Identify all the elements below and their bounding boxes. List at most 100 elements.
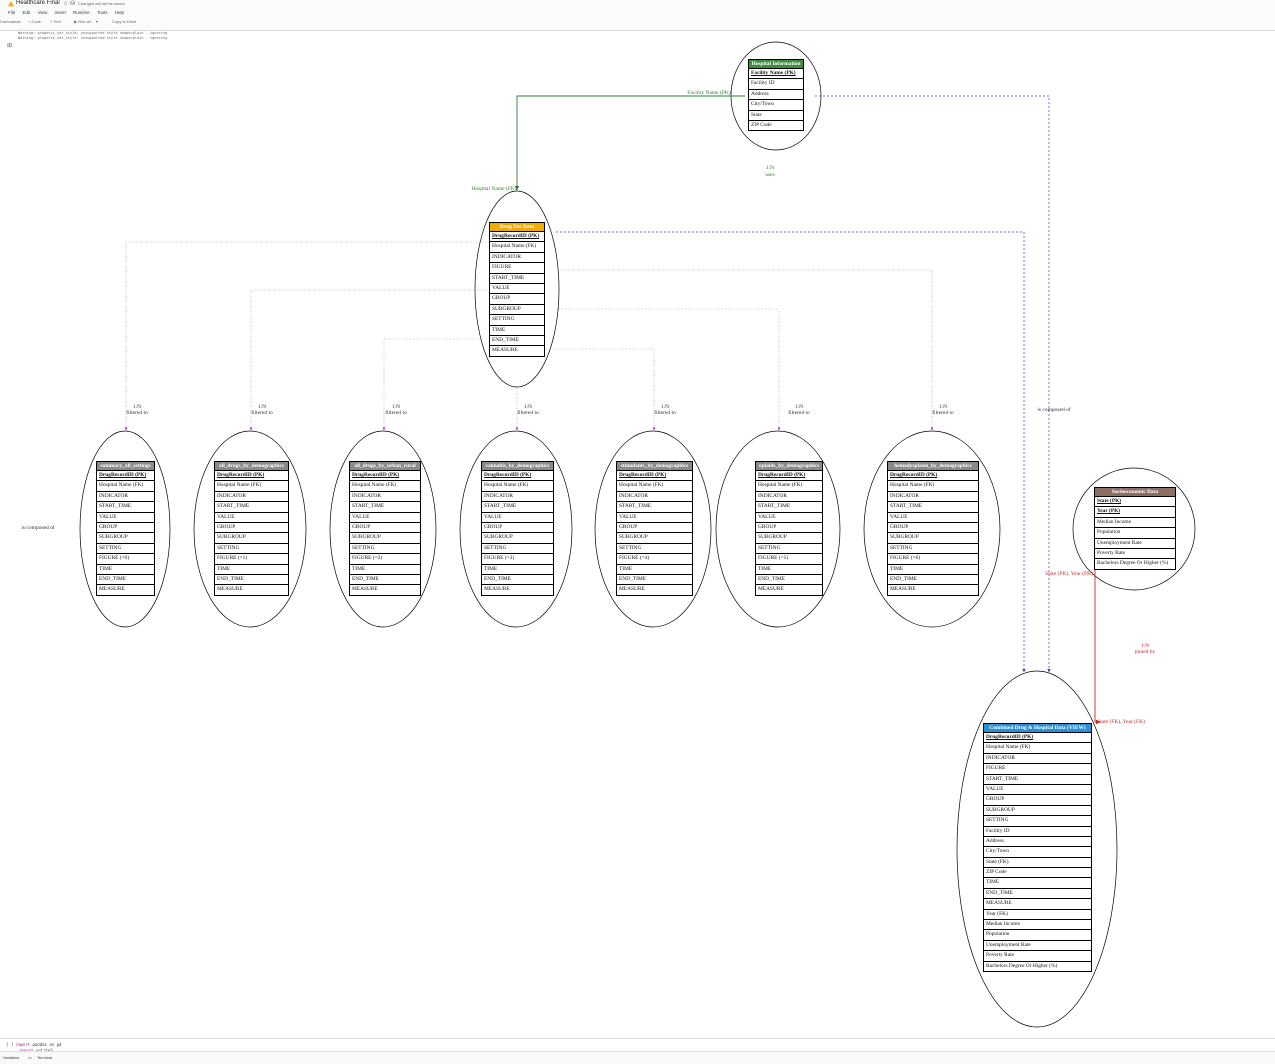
table-header: Drug Use Data (490, 223, 544, 232)
table-field: TIME (350, 565, 420, 575)
table-field: VALUE (215, 513, 288, 523)
add-text-button[interactable]: + Text (50, 19, 61, 24)
commands-button[interactable]: Commands (0, 19, 21, 24)
table-field: START_TIME (888, 502, 978, 513)
edge-druguse-sub2 (382, 338, 480, 431)
table-header: summary_all_settings (97, 462, 154, 471)
table-field: INDICATOR (482, 492, 553, 503)
table-field: MEASURE (217, 586, 243, 593)
sub-node-4 (594, 430, 712, 628)
table-field: TIME (215, 565, 288, 575)
variables-button[interactable]: Variables (3, 1055, 20, 1060)
sub-node-0 (79, 430, 171, 628)
socio-node (1072, 467, 1196, 591)
menu-bar: File Edit View Insert Runtime Tools Help (8, 10, 130, 15)
table-field: Year (FK) (984, 910, 1091, 921)
sub-node-5 (715, 430, 841, 628)
table-field: Hospital Name (FK) (756, 481, 822, 492)
table-field: Hospital Name (FK) (215, 481, 288, 492)
table-field: State (FK) (984, 858, 1091, 869)
label-sub1-filtered: filtered to (251, 409, 273, 416)
run-all-dropdown-icon[interactable]: ▾ (96, 19, 99, 24)
label-sub3-card: 1:N (524, 404, 532, 410)
table-field: Hospital Name (FK) (97, 481, 154, 492)
output-menu-icon[interactable]: ⊞ (7, 43, 13, 49)
table-field: City/Town (749, 100, 803, 111)
menu-edit[interactable]: Edit (22, 10, 31, 15)
table-field: INDICATOR (617, 492, 692, 503)
table-field: Address (984, 837, 1091, 848)
menu-insert[interactable]: Insert (54, 10, 66, 15)
edge-druguse-sub4 (540, 348, 656, 431)
run-all-button[interactable]: ▶ Run all (74, 19, 91, 24)
label-hospital-name-fk: Hospital Name (FK) (471, 185, 516, 192)
table-field: SETTING (888, 544, 978, 555)
table-field: Poverty Rate (1095, 549, 1175, 560)
star-icon[interactable]: ☆ (63, 1, 69, 7)
label-sub0-filtered: filtered to (126, 409, 148, 416)
edge-druguse-sub0 (124, 241, 492, 431)
table-field: END_TIME (482, 575, 553, 586)
table-field: INDICATOR (888, 492, 978, 503)
table-field: Hospital Name (FK) (482, 481, 553, 492)
shared-icon: ⛁ (70, 1, 76, 7)
sub-node-3 (459, 430, 573, 628)
table-field: SUBGROUP (756, 533, 822, 544)
table-header: cannabis_by_demographics (482, 462, 553, 471)
table-field: Address (749, 90, 803, 101)
table-field: MEASURE (492, 347, 518, 354)
menu-help[interactable]: Help (114, 10, 125, 15)
table-field: TIME (490, 326, 544, 336)
table-field: TIME (888, 565, 978, 575)
table-field: MEASURE (619, 586, 645, 593)
menu-file[interactable]: File (8, 10, 16, 15)
terminal-button[interactable]: Terminal (37, 1055, 53, 1060)
label-state-year-pk: State (PK), Year (PK) (1045, 570, 1093, 577)
table-header: all_drugs_by_demographics (215, 462, 288, 471)
table-field: VALUE (490, 284, 544, 295)
app-header: Healthcare Final ☆ ⛁ Changes will not be… (0, 0, 1275, 31)
table-field: FIGURE (=1) (215, 554, 288, 565)
table-field: Population (1095, 528, 1175, 539)
label-sub2-card: 1:N (392, 404, 400, 410)
table-field: FIGURE (=3) (482, 554, 553, 565)
label-sub3-filtered: filtered to (517, 409, 539, 416)
terminal-icon[interactable]: ▭ (28, 1055, 32, 1060)
table-field: SETTING (756, 544, 822, 555)
table-key-field: State (PK) (1095, 497, 1175, 508)
cell-run-bracket[interactable]: [ ] (6, 1042, 14, 1047)
table-key-field: DrugRecordID (PK) (490, 232, 544, 243)
menu-view[interactable]: View (37, 10, 48, 15)
table-field: FIGURE (984, 764, 1091, 775)
label-sub0-card: 1:N (133, 404, 141, 410)
er-diagram: Facility Name (PK) Hospital Name (FK) 1:… (21, 41, 1196, 1028)
table-header: hemodysplasm_by_demographics (888, 462, 978, 471)
table-header: stimulants_by_demographics (617, 462, 692, 471)
copy-to-drive-button[interactable]: Copy to Drive (112, 19, 137, 24)
table-field: TIME (482, 565, 553, 575)
menu-tools[interactable]: Tools (96, 10, 108, 15)
filter-labels: 1:N filtered to 1:N filtered to 1:N filt… (126, 404, 954, 416)
table-field: Facility ID (984, 827, 1091, 837)
notebook-title[interactable]: Healthcare Final (16, 0, 60, 6)
table-key-field: DrugRecordID (PK) (215, 471, 288, 482)
table-field: Bachelors Degree Or Higher (%) (1097, 560, 1169, 567)
table-field: Poverty Rate (984, 951, 1091, 962)
table-field: INDICATOR (490, 253, 544, 264)
table-field: GROUP (482, 523, 553, 534)
menu-runtime[interactable]: Runtime (73, 10, 90, 15)
table-field: TIME (984, 878, 1091, 889)
label-sub1-card: 1:N (258, 404, 266, 410)
table-field: START_TIME (490, 274, 544, 284)
table-field: VALUE (97, 513, 154, 523)
table-field: GROUP (215, 523, 288, 534)
add-code-button[interactable]: + Code (28, 19, 42, 24)
table-field: VALUE (756, 513, 822, 523)
table-field: TIME (756, 565, 822, 575)
sub-node-1 (193, 430, 307, 628)
table-field: Facility ID (749, 79, 803, 90)
